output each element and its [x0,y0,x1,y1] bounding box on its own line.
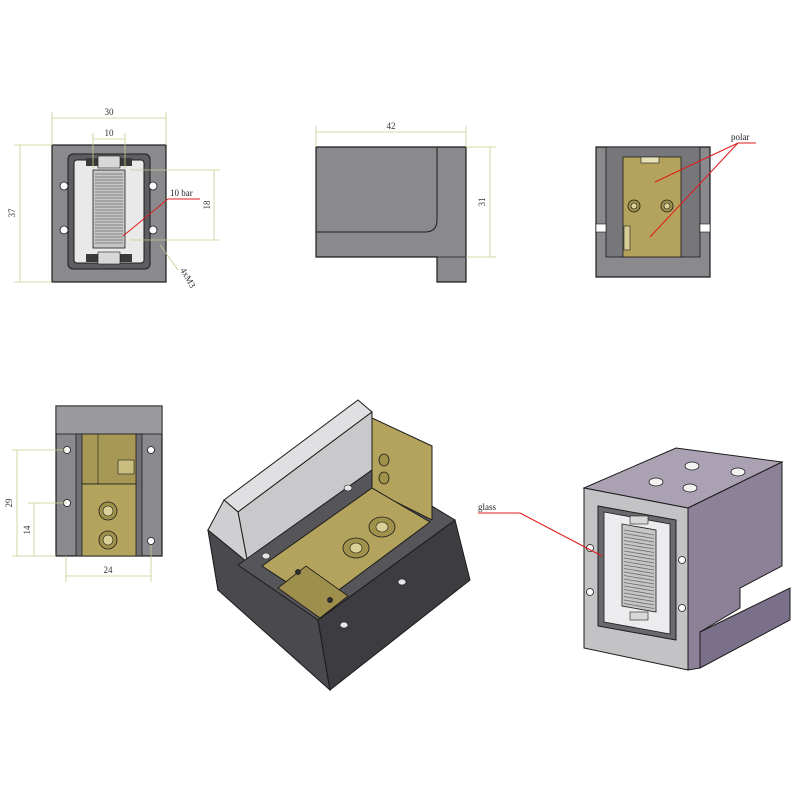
bar-line [623,578,655,585]
back-dim-29: 29 [4,498,14,508]
cooling-port-icon [378,471,390,485]
bar-line [623,589,655,595]
bar-line [623,533,655,539]
mounting-hole-icon [343,484,353,492]
bar-line [623,529,655,536]
iso2-bar-lines [623,529,655,609]
front-bottom-tab [97,251,121,265]
back-view: 29 14 24 [4,405,163,582]
polar-top-tab [640,156,660,164]
back-top-ledge [55,405,163,435]
back-upper-plate [81,433,137,485]
side-notch-left [595,223,607,233]
iso2-side-face [687,461,783,671]
cooling-port-inner [663,202,671,210]
bar-line [623,568,655,574]
front-window-dim: 18 [202,200,212,210]
bar-line [623,592,655,599]
front-view: 30 10 37 18 4xM3 10 bar [7,107,220,290]
front-top-tab [97,155,121,169]
bar-line [623,571,655,578]
thread-label: 4xM3 [178,266,198,290]
back-dim-14: 14 [22,525,32,535]
iso-back-view [207,399,471,692]
bar-line [623,603,655,609]
mounting-hole-icon [148,225,158,235]
back-dim-24: 24 [104,565,114,575]
cooling-port-inner [630,202,638,210]
bar-line [623,536,655,543]
cooling-port-inner [102,534,114,546]
mounting-hole-icon [59,181,69,191]
mounting-hole-icon [397,578,407,586]
side-view: polar [595,132,756,278]
cooling-port-inner [349,542,363,554]
mounting-hole-icon [327,597,333,603]
bar-line [623,585,655,592]
mounting-hole-icon [59,225,69,235]
bar-label: 10 bar [170,188,193,198]
bar-line [623,599,655,606]
mounting-hole-icon [730,467,746,477]
mounting-hole-icon [586,588,594,596]
cooling-port-inner [102,505,114,517]
front-height-dim: 37 [7,208,17,218]
bar-line [623,557,655,564]
back-dimension-lines [12,449,152,582]
glass-label: glass [478,502,496,512]
top-view: 42 31 [315,121,496,283]
mounting-hole-icon [678,604,686,612]
bar-line [623,561,655,567]
front-width-dim: 30 [105,107,115,117]
top-width-dim: 42 [387,121,396,131]
front-dimension-lines [14,112,220,283]
mounting-hole-icon [684,461,700,471]
bar-line [623,564,655,571]
cooling-port-inner [375,521,389,533]
polar-side-tab [623,225,631,251]
iso2-bottom-tab [629,611,649,621]
polar-label: polar [731,132,750,142]
bar-line [623,582,655,588]
laser-bar-lines [95,173,123,244]
mounting-hole-icon [147,446,155,454]
mounting-hole-icon [682,483,698,493]
front-inner-width-dim: 10 [105,128,115,138]
bar-line [623,554,655,560]
bar-leader-line [122,198,169,237]
bar-line [623,550,655,557]
back-upper-notch [117,459,135,475]
mounting-hole-icon [339,621,349,629]
bar-line [623,540,655,546]
top-body [315,146,467,283]
mounting-hole-icon [261,552,271,560]
glass-leader-line [519,512,603,557]
iso2-top-tab [629,515,649,525]
iso-polar-plate [371,417,433,521]
mounting-hole-icon [147,537,155,545]
bar-line [623,596,655,602]
polar-leader-2 [649,142,739,238]
bar-line [623,547,655,553]
mounting-hole-icon [648,477,664,487]
bar-line [623,543,655,550]
side-notch-right [699,223,711,233]
cooling-port-icon [378,453,390,467]
laser-bar-stack [92,169,126,249]
mounting-hole-icon [295,569,301,575]
mounting-hole-icon [678,556,686,564]
top-height-dim: 31 [477,198,487,207]
top-dimension-lines [315,126,496,258]
iso-front-view: glass [478,447,791,671]
bar-line [623,575,655,581]
top-step-edge [316,147,438,233]
mounting-hole-icon [148,181,158,191]
iso2-flange [699,587,791,669]
polar-leader-1 [654,142,739,183]
